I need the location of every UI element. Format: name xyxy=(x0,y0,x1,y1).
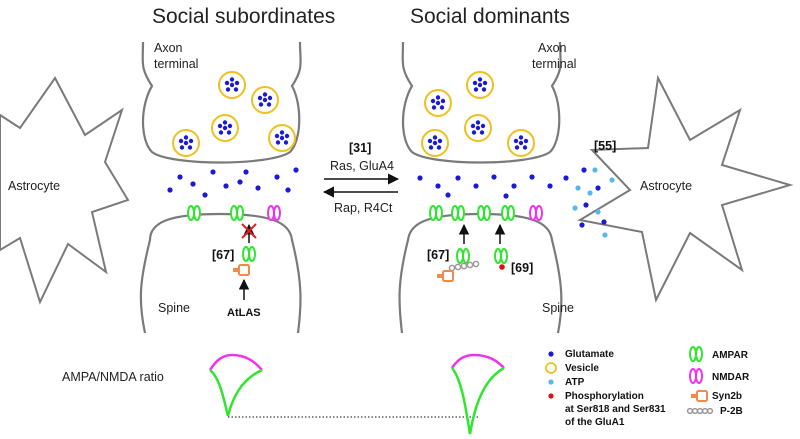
astrocyte-right: Astrocyte xyxy=(577,74,794,304)
ampar-receptor xyxy=(429,205,443,221)
title-social-dominants: Social dominants xyxy=(410,5,570,28)
forward-label: Ras, GluA4 xyxy=(330,159,394,173)
legend-phospho-3: of the GluA1 xyxy=(565,417,625,428)
nmdar-receptor xyxy=(267,205,281,221)
syn2b-protein xyxy=(232,264,250,276)
phosphorylation-dot xyxy=(499,264,505,270)
atlas-label: AtLAS xyxy=(227,307,261,319)
vesicle xyxy=(466,71,494,99)
vesicle xyxy=(507,129,535,157)
ampar-receptor xyxy=(451,205,465,221)
blocked-x-icon xyxy=(241,223,257,239)
axon-terminal-right-label-2: terminal xyxy=(532,57,576,71)
legend-glutamate-swatch xyxy=(548,351,554,357)
ratio-label: AMPA/NMDA ratio xyxy=(62,370,164,384)
glutamate-cluster-right xyxy=(417,167,607,228)
ref-67-left: [67] xyxy=(212,248,234,262)
p2b-chain xyxy=(448,260,480,272)
vesicle xyxy=(464,114,492,142)
legend-atp: ATP xyxy=(565,377,585,388)
vesicle xyxy=(424,89,452,117)
nmdar-receptor xyxy=(529,205,543,221)
ampar-receptor xyxy=(501,205,515,221)
astrocyte-left: Astrocyte xyxy=(0,76,130,305)
legend-nmdar-swatch xyxy=(689,368,703,384)
astrocyte-left-label: Astrocyte xyxy=(8,179,60,193)
vesicle xyxy=(268,124,296,152)
atp-cluster xyxy=(572,167,615,238)
legend-glutamate: Glutamate xyxy=(565,349,614,360)
legend-ampar: AMPAR xyxy=(712,350,749,361)
legend-atp-swatch xyxy=(548,379,554,385)
ampar-receptor xyxy=(456,248,470,264)
legend-phospho-2: at Ser818 and Ser831 xyxy=(565,404,666,415)
ampar-receptor xyxy=(477,205,491,221)
axon-terminal-left-label-2: terminal xyxy=(154,57,198,71)
ampar-receptor xyxy=(187,205,201,221)
axon-terminal-left: Axon terminal xyxy=(141,41,302,164)
legend-p2b: P-2B xyxy=(720,406,743,417)
legend-p2b-swatch xyxy=(686,407,714,415)
legend-syn2b-swatch xyxy=(690,390,708,402)
legend-ampar-swatch xyxy=(689,346,703,362)
spine-left: Spine [67] AtLAS xyxy=(139,205,302,334)
vesicle xyxy=(172,129,200,157)
trace-subordinates xyxy=(208,353,263,417)
ampar-receptor xyxy=(242,246,256,262)
ref-55: [55] xyxy=(594,139,616,153)
ampar-receptor xyxy=(230,205,244,221)
spine-right: Spine [67] [69] xyxy=(398,205,574,334)
legend-syn2b: Syn2b xyxy=(712,391,742,402)
legend-phospho-swatch xyxy=(548,393,554,399)
spine-left-label: Spine xyxy=(158,301,190,315)
vesicle xyxy=(251,86,279,114)
transition-arrows: [31] Ras, GluA4 Rap, R4Ct xyxy=(322,141,400,215)
ref-31: [31] xyxy=(349,141,371,155)
ref-67-right: [67] xyxy=(427,248,449,262)
reverse-label: Rap, R4Ct xyxy=(334,201,393,215)
astrocyte-right-label: Astrocyte xyxy=(640,179,692,193)
legend-vesicle-swatch xyxy=(545,362,557,374)
syn2b-protein xyxy=(436,270,454,282)
vesicle xyxy=(421,129,449,157)
axon-terminal-left-label-1: Axon xyxy=(154,41,183,55)
legend-phospho-1: Phosphorylation xyxy=(565,391,644,402)
ampar-receptor xyxy=(494,248,508,264)
vesicle xyxy=(218,71,246,99)
axon-terminal-right-label-1: Axon xyxy=(538,41,567,55)
legend: Glutamate Vesicle ATP Phosphorylation at… xyxy=(545,346,750,428)
vesicle xyxy=(211,114,239,142)
ref-69: [69] xyxy=(511,261,533,275)
title-social-subordinates: Social subordinates xyxy=(152,5,335,28)
legend-vesicle: Vesicle xyxy=(565,363,599,374)
legend-nmdar: NMDAR xyxy=(712,372,750,383)
axon-terminal-right: Axon terminal xyxy=(401,41,576,164)
spine-right-label: Spine xyxy=(542,301,574,315)
glutamate-cluster-left xyxy=(167,167,299,198)
trace-dominants xyxy=(450,353,505,435)
